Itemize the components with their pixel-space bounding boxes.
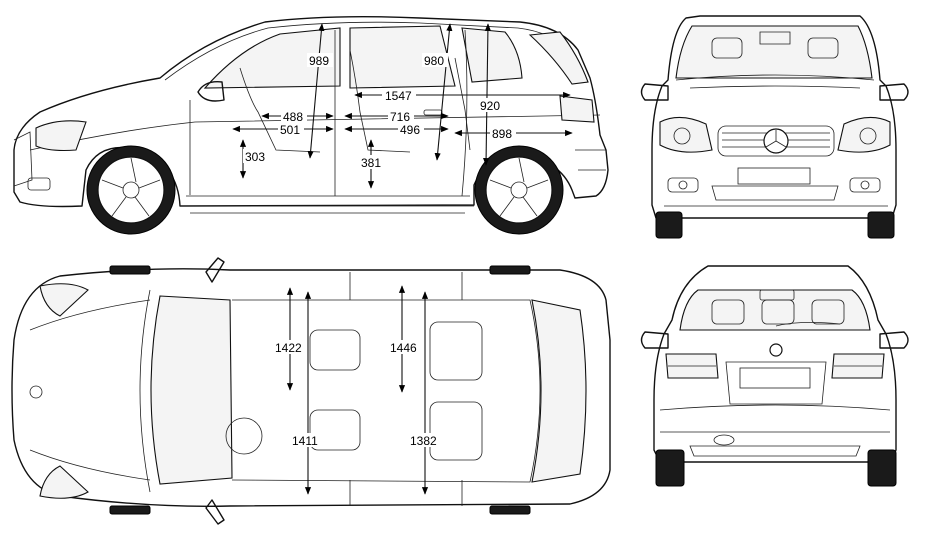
dim-label-1547: 1547	[385, 89, 412, 103]
side-view: 989 980 1547 920 488 716 501 496 898 303…	[13, 15, 609, 235]
rear-left-tyre	[655, 449, 685, 487]
dim-label-303: 303	[245, 150, 265, 164]
dim-label-1446: 1446	[390, 341, 417, 355]
dim-label-381: 381	[361, 156, 381, 170]
steering-wheel	[225, 417, 263, 455]
dim-label-488: 488	[283, 110, 303, 124]
dim-label-501: 501	[280, 123, 300, 137]
quarter-window	[461, 27, 523, 83]
top-rear-window	[531, 299, 587, 483]
dim-label-898: 898	[492, 127, 512, 141]
rear-view	[640, 265, 909, 487]
rear-license-plate	[739, 367, 811, 389]
windshield	[675, 25, 873, 79]
front-right-mirror	[879, 83, 909, 101]
dim-label-1411: 1411	[292, 434, 318, 448]
front-view	[640, 15, 909, 239]
front-body-outline	[651, 15, 897, 219]
top-windshield	[150, 295, 233, 485]
rear-side-window	[349, 25, 456, 89]
right-headlight	[837, 116, 891, 153]
dim-line-920	[483, 23, 491, 166]
rear-star-emblem-icon	[769, 343, 783, 357]
top-left-mirror	[205, 257, 225, 283]
fog-light	[27, 177, 51, 191]
top-star-emblem-icon	[29, 385, 43, 399]
exhaust	[713, 434, 735, 446]
rear-wheel	[474, 145, 564, 235]
front-left-tyre	[655, 211, 683, 239]
tail-light	[559, 95, 595, 123]
top-right-mirror	[205, 499, 225, 525]
front-wheel	[86, 145, 176, 235]
left-headlight	[659, 116, 713, 153]
dim-label-989: 989	[309, 54, 329, 68]
dim-label-920: 920	[480, 99, 500, 113]
top-body-outline	[11, 268, 611, 507]
rear-window	[528, 31, 589, 85]
dim-line-989	[307, 23, 325, 159]
front-right-tyre	[867, 211, 895, 239]
dim-label-1422: 1422	[275, 341, 302, 355]
dim-label-496: 496	[400, 123, 420, 137]
dim-label-980: 980	[424, 54, 444, 68]
front-license-plate	[737, 167, 811, 185]
rear-wiper	[775, 322, 841, 327]
front-left-mirror	[640, 83, 669, 101]
rear-right-tyre	[867, 449, 897, 487]
front-grille	[717, 125, 835, 157]
top-view: 1422 1446 1411 1382	[11, 257, 611, 525]
side-mirror	[197, 81, 225, 102]
dim-label-716: 716	[390, 110, 410, 124]
headlight	[35, 120, 87, 152]
dim-label-1382: 1382	[410, 434, 437, 448]
